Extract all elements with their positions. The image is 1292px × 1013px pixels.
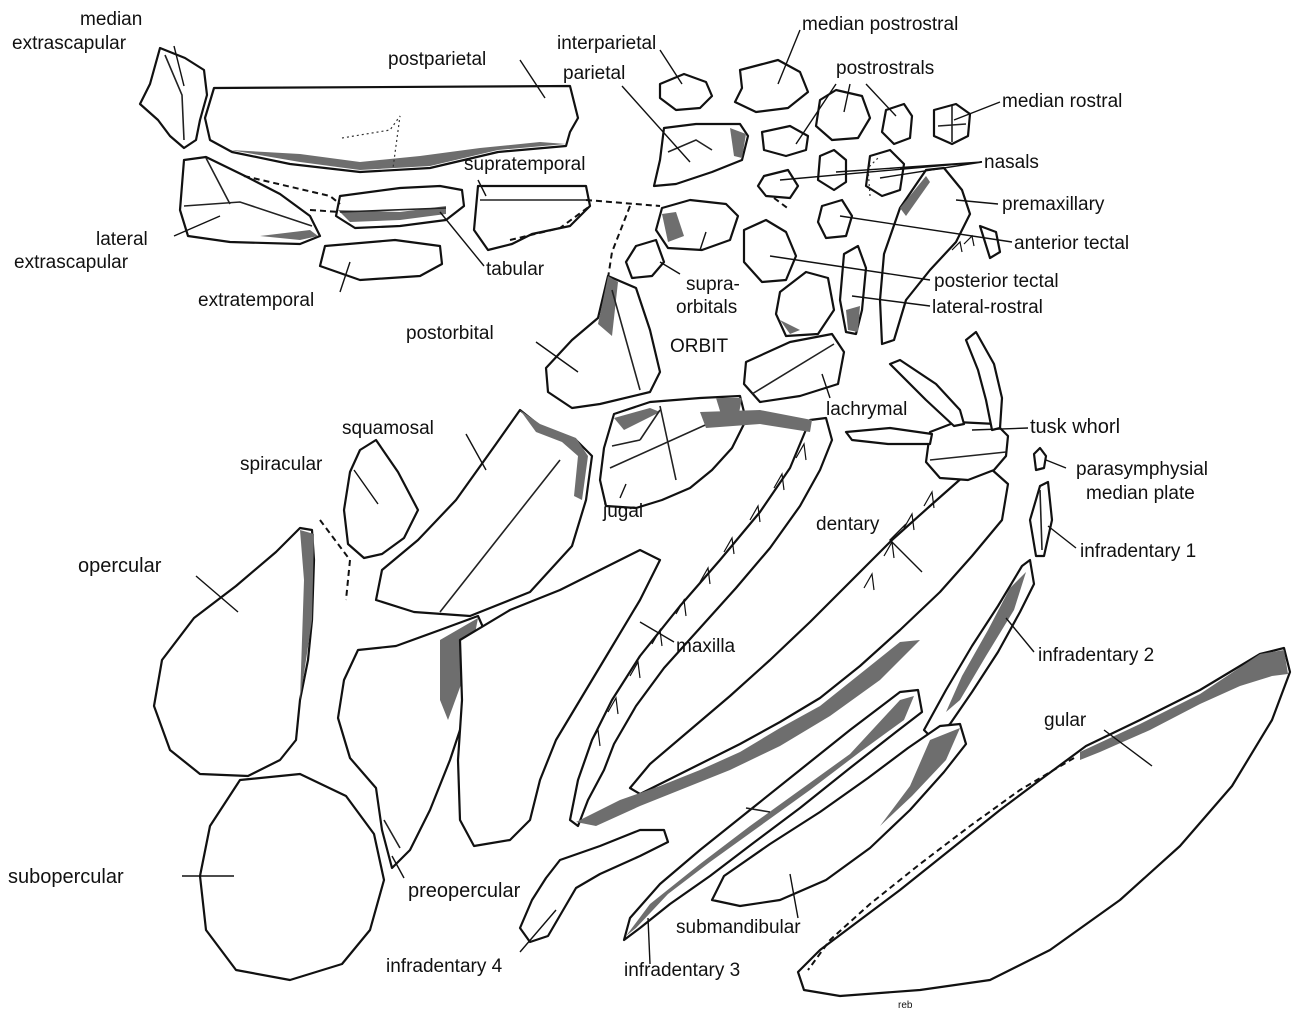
supraorbital-bone-b bbox=[626, 240, 664, 278]
label-spiracular: spiracular bbox=[240, 454, 323, 475]
label-infradentary-4: infradentary 4 bbox=[386, 956, 503, 977]
label-tusk-whorl: tusk whorl bbox=[1030, 416, 1120, 438]
lateral-extrascapular-bone bbox=[180, 157, 320, 244]
extratemporal-bone bbox=[320, 240, 442, 280]
label-median-postrostral: median postrostral bbox=[802, 14, 958, 35]
nasal-bone-d bbox=[818, 200, 852, 238]
label-postrostrals: postrostrals bbox=[836, 58, 934, 79]
label-interparietal: interparietal bbox=[557, 33, 656, 54]
tusk-whorl-bone bbox=[926, 422, 1008, 480]
nasal-bone-a bbox=[818, 150, 846, 190]
label-lateral-extrascapular-1: lateral bbox=[96, 229, 148, 250]
label-dentary: dentary bbox=[816, 514, 880, 535]
postrostral-bone-b bbox=[882, 104, 912, 144]
label-anterior-tectal: anterior tectal bbox=[1014, 233, 1129, 254]
postorbital-bone bbox=[546, 276, 660, 408]
parasymphysial-plate bbox=[1034, 448, 1046, 470]
postrostral-bone-c bbox=[762, 126, 808, 156]
label-infradentary-1: infradentary 1 bbox=[1080, 541, 1196, 562]
label-infradentary-2: infradentary 2 bbox=[1038, 645, 1154, 666]
postrostral-bone-a bbox=[816, 90, 870, 140]
label-postparietal: postparietal bbox=[388, 49, 486, 70]
label-supraorbitals-1: supra- bbox=[686, 274, 740, 295]
spiracular-bone bbox=[344, 440, 418, 558]
label-nasals: nasals bbox=[984, 152, 1039, 173]
label-supraorbitals-2: orbitals bbox=[676, 297, 737, 318]
artist-signature: reb bbox=[898, 1000, 913, 1011]
median-extrascapular-bone bbox=[140, 48, 207, 148]
label-opercular: opercular bbox=[78, 555, 162, 577]
tusk-lower bbox=[846, 428, 932, 444]
supratemporal-bone bbox=[474, 186, 590, 250]
opercular-bone bbox=[154, 528, 314, 776]
label-supratemporal: supratemporal bbox=[464, 154, 585, 175]
median-postrostral-bone bbox=[735, 60, 808, 112]
label-postorbital: postorbital bbox=[406, 323, 494, 344]
label-lachrymal: lachrymal bbox=[826, 399, 907, 420]
label-median-extrascapular-1: median bbox=[80, 9, 142, 30]
label-preopercular: preopercular bbox=[408, 880, 521, 902]
posterior-tectal-bone bbox=[744, 220, 796, 282]
label-submandibular: submandibular bbox=[676, 917, 801, 938]
label-orbit: ORBIT bbox=[670, 336, 728, 357]
nasal-bone-b bbox=[866, 150, 904, 196]
label-tabular: tabular bbox=[486, 259, 545, 280]
label-posterior-tectal: posterior tectal bbox=[934, 271, 1059, 292]
label-extratemporal: extratemporal bbox=[198, 290, 314, 311]
label-premaxillary: premaxillary bbox=[1002, 194, 1105, 215]
label-median-extrascapular-2: extrascapular bbox=[12, 33, 127, 54]
label-parasymphysial-2: median plate bbox=[1086, 483, 1195, 504]
label-gular: gular bbox=[1044, 710, 1087, 731]
label-infradentary-3: infradentary 3 bbox=[624, 960, 740, 981]
label-subopercular: subopercular bbox=[8, 866, 124, 888]
label-parasymphysial-1: parasymphysial bbox=[1076, 459, 1208, 480]
label-lateral-extrascapular-2: extrascapular bbox=[14, 252, 129, 273]
cheek-bones bbox=[154, 410, 660, 980]
label-median-rostral: median rostral bbox=[1002, 91, 1122, 112]
label-jugal: jugal bbox=[602, 501, 643, 522]
subopercular-bone bbox=[200, 774, 384, 980]
nasal-bone-c bbox=[758, 170, 798, 198]
label-parietal: parietal bbox=[563, 63, 625, 84]
label-lateral-rostral: lateral-rostral bbox=[932, 297, 1043, 318]
anterior-tectal-bone bbox=[980, 226, 1000, 258]
label-squamosal: squamosal bbox=[342, 418, 434, 439]
label-maxilla: maxilla bbox=[676, 636, 736, 657]
interparietal-bone bbox=[660, 74, 712, 110]
tusk-upper bbox=[966, 332, 1002, 430]
